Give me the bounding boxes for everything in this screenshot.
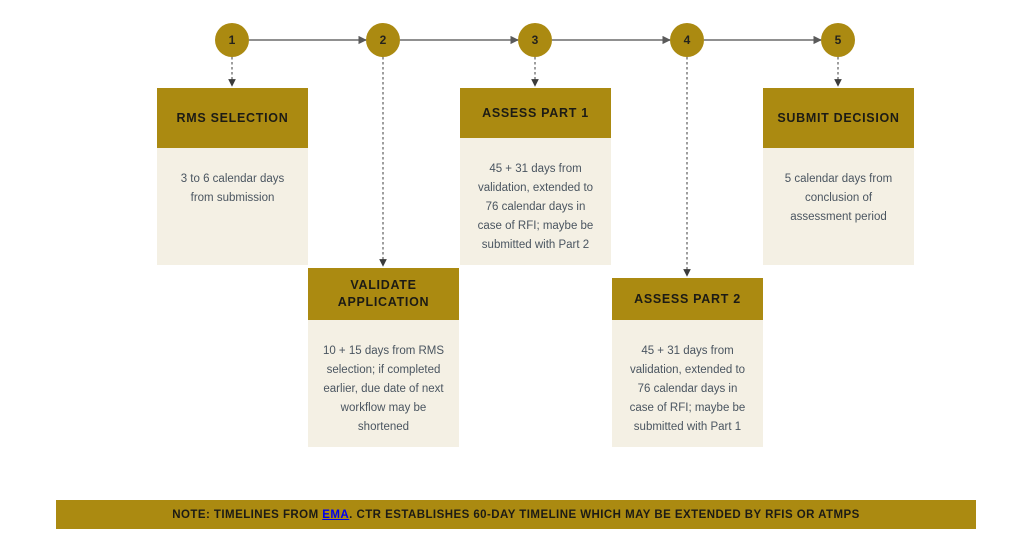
stage-card-rms-selection-title: RMS SELECTION bbox=[157, 88, 308, 148]
stage-card-rms-selection[interactable]: RMS SELECTION 3 to 6 calendar days from … bbox=[157, 88, 308, 265]
footer-note-prefix: NOTE: TIMELINES FROM bbox=[172, 508, 323, 521]
milestone-node-5-label: 5 bbox=[834, 33, 842, 47]
milestone-node-3[interactable]: 3 bbox=[518, 23, 552, 57]
stage-card-submit-decision-title: SUBMIT DECISION bbox=[763, 88, 914, 148]
stage-card-validate-application[interactable]: VALIDATE APPLICATION 10 + 15 days from R… bbox=[308, 268, 459, 447]
stage-card-assess-part-2-title: ASSESS PART 2 bbox=[612, 278, 763, 321]
stage-card-assess-part-2[interactable]: ASSESS PART 2 45 + 31 days from validati… bbox=[612, 278, 763, 447]
stage-card-validate-application-description: 10 + 15 days from RMS selection; if comp… bbox=[322, 345, 445, 434]
stage-card-rms-selection-description: 3 to 6 calendar days from submission bbox=[180, 173, 285, 204]
milestone-node-1-label: 1 bbox=[228, 33, 236, 47]
stage-card-assess-part-1[interactable]: ASSESS PART 1 45 + 31 days from validati… bbox=[460, 88, 611, 265]
footer-note-bar: NOTE: TIMELINES FROM EMA. CTR ESTABLISHE… bbox=[56, 500, 976, 529]
stage-card-assess-part-1-description: 45 + 31 days from validation, extended t… bbox=[477, 163, 594, 252]
milestone-node-3-label: 3 bbox=[531, 33, 539, 47]
footer-note-suffix: . CTR ESTABLISHES 60-DAY TIMELINE WHICH … bbox=[349, 508, 860, 521]
footer-note-text: NOTE: TIMELINES FROM EMA. CTR ESTABLISHE… bbox=[172, 509, 859, 521]
stage-card-validate-application-title: VALIDATE APPLICATION bbox=[308, 268, 459, 321]
milestone-node-5[interactable]: 5 bbox=[821, 23, 855, 57]
milestone-node-1[interactable]: 1 bbox=[215, 23, 249, 57]
milestone-node-4[interactable]: 4 bbox=[670, 23, 704, 57]
milestone-node-2-label: 2 bbox=[379, 33, 387, 47]
stage-card-assess-part-1-title: ASSESS PART 1 bbox=[460, 88, 611, 139]
stage-card-submit-decision[interactable]: SUBMIT DECISION 5 calendar days from con… bbox=[763, 88, 914, 265]
milestone-node-4-label: 4 bbox=[683, 33, 691, 47]
stage-card-assess-part-2-description: 45 + 31 days from validation, extended t… bbox=[629, 345, 746, 434]
ema-link[interactable]: EMA bbox=[322, 508, 350, 521]
milestone-node-2[interactable]: 2 bbox=[366, 23, 400, 57]
stage-card-submit-decision-description: 5 calendar days from conclusion of asses… bbox=[784, 173, 893, 223]
